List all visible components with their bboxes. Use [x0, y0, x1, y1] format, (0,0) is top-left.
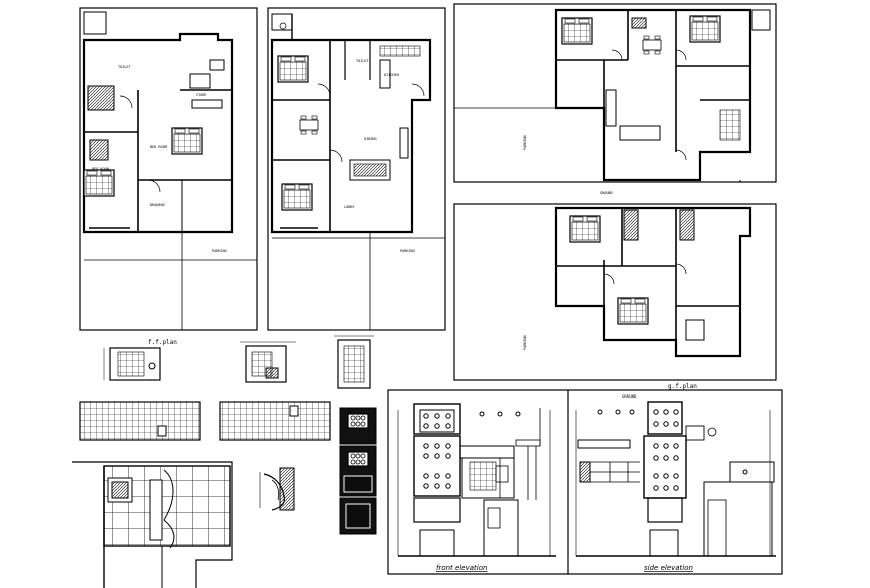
svg-text:KITCHEN: KITCHEN [384, 73, 399, 77]
svg-text:PARKING: PARKING [523, 135, 527, 150]
detail-toilet-3 [334, 335, 374, 389]
svg-text:PARKING: PARKING [400, 249, 415, 253]
svg-text:PARKING: PARKING [523, 335, 527, 350]
floor-tile-plan [72, 461, 233, 588]
svg-text:TOILET: TOILET [118, 65, 132, 69]
stair-detail [259, 467, 295, 511]
front-elevation [397, 403, 556, 557]
front-elevation-title: front elevation [436, 564, 487, 572]
svg-text:STORE: STORE [196, 93, 207, 97]
svg-text:BED ROOM: BED ROOM [150, 145, 167, 149]
svg-text:TOILET: TOILET [356, 59, 370, 63]
floor-plan-1: TOILET BED ROOM BED ROOM STORE DRAWING P… [79, 7, 258, 331]
gf-plan-title: g.f.plan [668, 383, 697, 390]
floor-plan-4: PARKING [453, 203, 777, 381]
detail-toilet-2 [240, 341, 296, 383]
side-elevation-title: side elevation [644, 564, 693, 572]
detail-toilet-1 [103, 347, 161, 381]
side-elevation [575, 401, 776, 557]
svg-text:GROUND: GROUND [600, 191, 613, 195]
svg-text:DINING: DINING [364, 137, 377, 141]
svg-text:LOBBY: LOBBY [344, 205, 355, 209]
svg-text:BED ROOM: BED ROOM [92, 167, 109, 171]
svg-text:DRAWING: DRAWING [150, 203, 165, 207]
elevations-frame [387, 389, 783, 575]
ff-plan-title: f.f.plan [148, 339, 177, 346]
svg-text:GROUND: GROUND [622, 394, 637, 399]
tiled-floor-detail-1 [79, 401, 201, 441]
svg-text:PARKING: PARKING [212, 249, 227, 253]
window-detail-stack [339, 407, 377, 535]
floor-plan-2: TOILET KITCHEN DINING LOBBY PARKING [267, 7, 446, 331]
tiled-floor-detail-2 [219, 401, 331, 441]
floor-plan-3: PARKING GROUND [453, 3, 777, 195]
